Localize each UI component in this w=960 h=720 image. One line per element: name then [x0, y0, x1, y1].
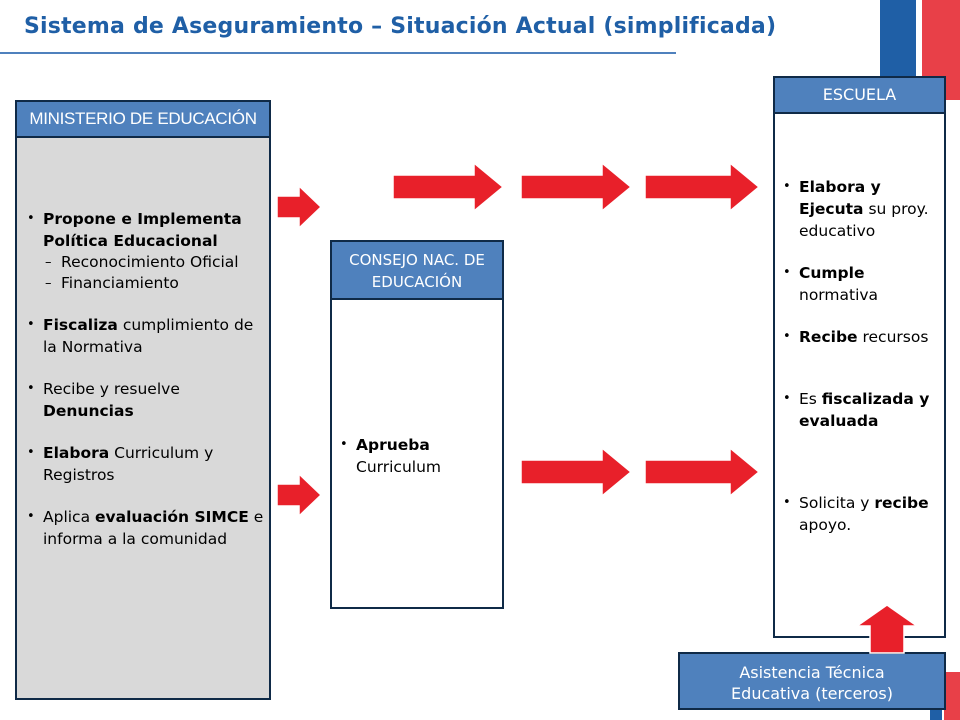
escuela-item-text: recursos [857, 328, 929, 346]
escuela-item: Es fiscalizada y evaluada [781, 388, 943, 432]
page-title: Sistema de Aseguramiento – Situación Act… [24, 14, 777, 39]
ministerio-item-text: Curriculum y Registros [43, 444, 214, 484]
escuela-item-text: Es [799, 390, 822, 408]
escuela-item: Recibe recursos [781, 326, 943, 348]
ministerio-item: Elabora Curriculum y Registros [25, 442, 269, 486]
ministerio-item-text: Propone e Implementa Política Educaciona… [43, 210, 242, 250]
consejo-item-text: Curriculum [356, 458, 442, 476]
escuela-panel: Elabora y Ejecuta su proy. educativoCump… [773, 112, 946, 638]
ministerio-sublist: Reconocimiento OficialFinanciamiento [43, 252, 269, 294]
escuela-item-text: Cumple [799, 264, 865, 282]
arrow-right-icon [520, 447, 632, 497]
ministerio-subitem: Reconocimiento Oficial [43, 252, 269, 273]
escuela-item: Cumple normativa [781, 262, 943, 306]
arrow-right-icon [520, 162, 632, 212]
ministerio-list: Propone e Implementa Política Educaciona… [25, 208, 269, 550]
consejo-item-text: Aprueba [356, 436, 430, 454]
escuela-item-text: apoyo. [799, 516, 852, 534]
consejo-item: Aprueba Curriculum [338, 434, 498, 478]
escuela-item: Solicita y recibe apoyo. [781, 492, 943, 536]
escuela-item: Elabora y Ejecuta su proy. educativo [781, 176, 943, 242]
title-underline [0, 52, 676, 54]
arrow-right-icon [644, 162, 760, 212]
consejo-list: Aprueba Curriculum [338, 434, 498, 478]
escuela-item-text: Recibe [799, 328, 858, 346]
arrow-right-icon [276, 185, 322, 229]
asistencia-line2: Educativa (terceros) [731, 684, 893, 703]
escuela-item-text: Solicita [799, 494, 856, 512]
asistencia-tecnica-box: Asistencia Técnica Educativa (terceros) [678, 652, 946, 710]
ministerio-item: Aplica evaluación SIMCE e informa a la c… [25, 506, 269, 550]
escuela-item-text: normativa [799, 286, 879, 304]
ministerio-item: Recibe y resuelve Denuncias [25, 378, 269, 422]
consejo-panel: Aprueba Curriculum [330, 298, 504, 609]
ministerio-item-text: Recibe y resuelve [43, 380, 180, 398]
escuela-header: ESCUELA [773, 76, 946, 114]
arrow-right-icon [276, 473, 322, 517]
arrow-right-icon [644, 447, 760, 497]
ministerio-item-text: Denuncias [43, 402, 134, 420]
ministerio-item-text: Aplica [43, 508, 96, 526]
arrow-right-icon [392, 162, 504, 212]
ministerio-item: Fiscaliza cumplimiento de la Normativa [25, 314, 269, 358]
escuela-list: Elabora y Ejecuta su proy. educativoCump… [781, 176, 943, 536]
ministerio-item-text: Elabora [43, 444, 110, 462]
flag-decoration-top [880, 0, 960, 100]
ministerio-item-text: cumplimiento de la Normativa [43, 316, 254, 356]
escuela-item-text: y [855, 494, 875, 512]
asistencia-line1: Asistencia Técnica [739, 663, 885, 682]
escuela-item-text: su proy. educativo [799, 200, 929, 240]
escuela-item-text: recibe [874, 494, 929, 512]
consejo-header: CONSEJO NAC. DE EDUCACIÓN [330, 240, 504, 300]
ministerio-item-text: e informa a la comunidad [43, 508, 264, 548]
ministerio-header: MINISTERIO DE EDUCACIÓN [15, 100, 271, 138]
ministerio-item-text: evaluación SIMCE [95, 508, 249, 526]
arrow-up-icon [856, 604, 918, 654]
escuela-item-text: fiscalizada y evaluada [799, 390, 930, 430]
ministerio-subitem: Financiamiento [43, 273, 269, 294]
ministerio-panel: Propone e Implementa Política Educaciona… [15, 136, 271, 700]
ministerio-item-text: Fiscaliza [43, 316, 118, 334]
ministerio-item: Propone e Implementa Política Educaciona… [25, 208, 269, 294]
escuela-item-text: Elabora y Ejecuta [799, 178, 881, 218]
